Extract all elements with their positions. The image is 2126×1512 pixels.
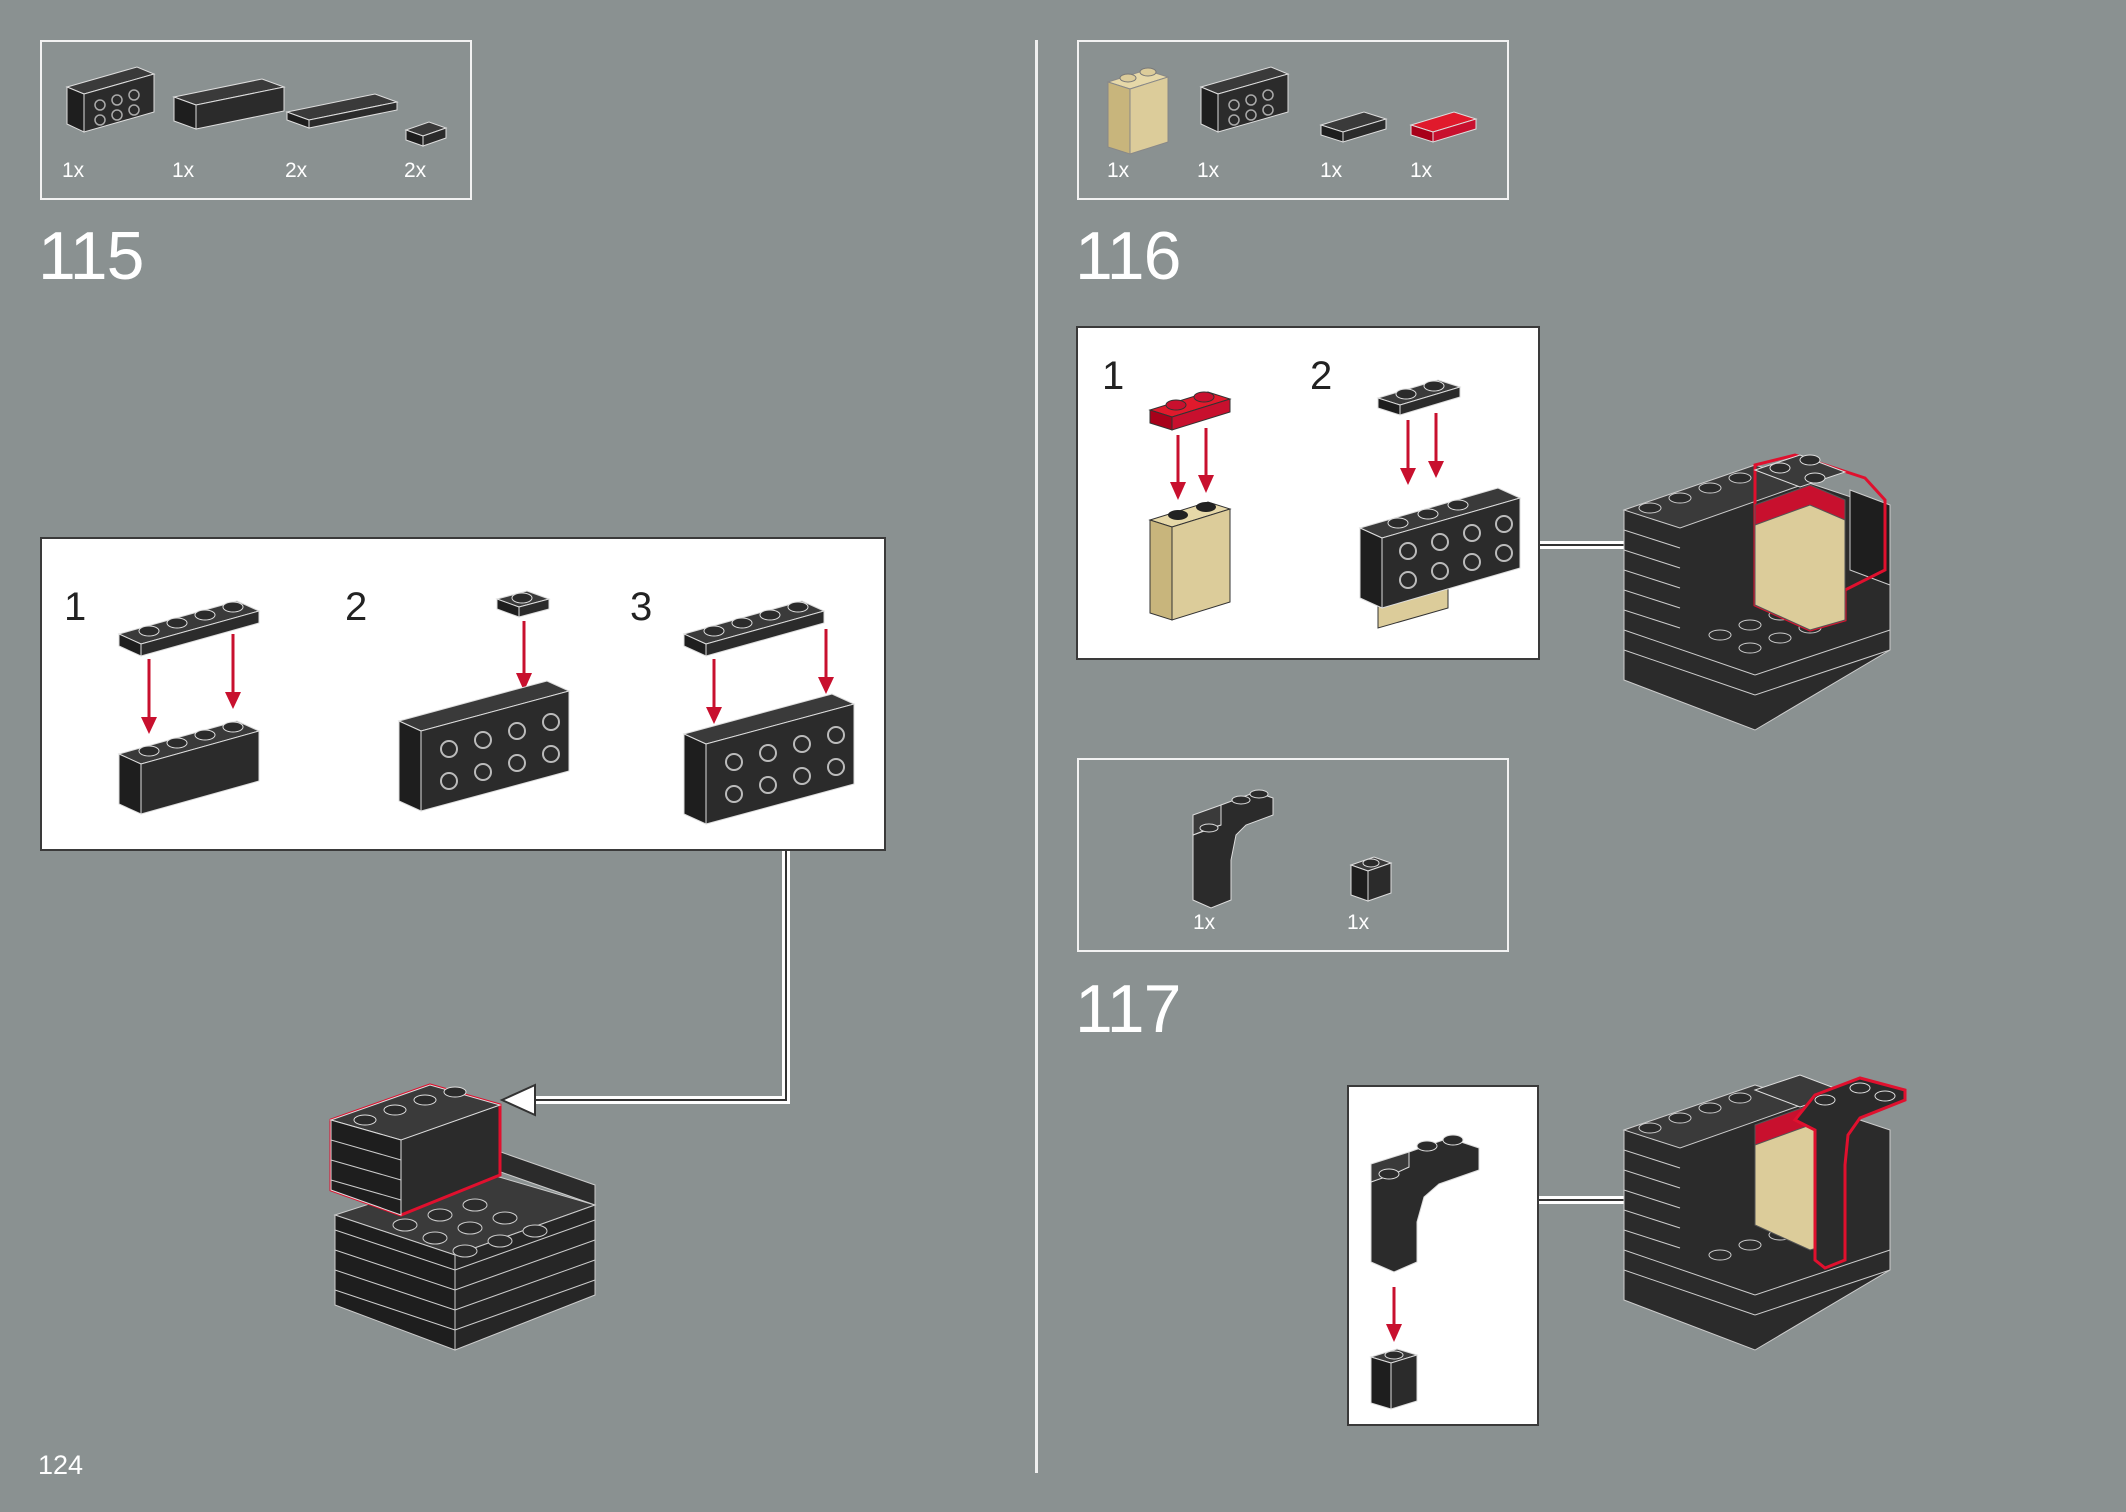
- plate-1x2-icon: [1319, 111, 1388, 143]
- plate-1x1-icon: [404, 121, 448, 147]
- parts-list-115: 1x 1x 2x 2x: [40, 40, 472, 200]
- substep-number: 1: [64, 585, 87, 629]
- substep-1-illustration: [117, 600, 261, 815]
- model-step-117: [1622, 1074, 1907, 1351]
- parts-list-117: 1x 1x: [1077, 758, 1509, 952]
- substep-illustration: [1369, 1134, 1480, 1410]
- part-qty: 2x: [285, 159, 308, 182]
- sub-assembly-callout-117: [1347, 1085, 1539, 1426]
- part-qty: 1x: [1107, 159, 1130, 182]
- part-qty: 1x: [1320, 159, 1343, 182]
- part-qty: 1x: [62, 159, 85, 182]
- page-divider: [1035, 40, 1038, 1473]
- red-plate-1x2-icon: [1409, 111, 1478, 143]
- part-qty: 2x: [404, 159, 427, 182]
- plate-bracket-icon: [1199, 66, 1290, 133]
- step-number: 115: [38, 218, 144, 294]
- sub-assembly-callout-115: 1 2 3: [40, 537, 886, 851]
- substep-1-illustration: [1148, 391, 1232, 621]
- step-number: 116: [1075, 218, 1181, 294]
- step-number: 117: [1075, 971, 1181, 1047]
- model-step-115: [329, 1083, 597, 1351]
- part-qty: 1x: [172, 159, 195, 182]
- brick-1x4-icon: [172, 78, 286, 130]
- page-number: 124: [38, 1450, 84, 1480]
- substep-number: 2: [345, 585, 368, 629]
- tan-brick-1x2x2-icon: [1106, 67, 1170, 155]
- substep-2-illustration: [397, 590, 571, 812]
- arch-brick-icon: [1192, 789, 1274, 909]
- part-qty: 1x: [1197, 159, 1220, 182]
- substep-number: 1: [1102, 354, 1125, 398]
- substep-2-illustration: [1358, 379, 1522, 629]
- sub-assembly-callout-116: 1 2: [1076, 326, 1540, 660]
- part-qty: 1x: [1410, 159, 1433, 182]
- part-qty: 1x: [1193, 911, 1216, 934]
- plate-1x4-icon: [285, 93, 399, 129]
- plate-bracket-icon: [65, 66, 156, 133]
- brick-1x1-icon: [1349, 856, 1393, 902]
- parts-list-116: 1x 1x 1x 1x: [1077, 40, 1509, 200]
- model-step-116: [1622, 453, 1891, 731]
- part-qty: 1x: [1347, 911, 1370, 934]
- substep-number: 2: [1310, 354, 1333, 398]
- substep-number: 3: [630, 585, 653, 629]
- substep-3-illustration: [682, 600, 856, 825]
